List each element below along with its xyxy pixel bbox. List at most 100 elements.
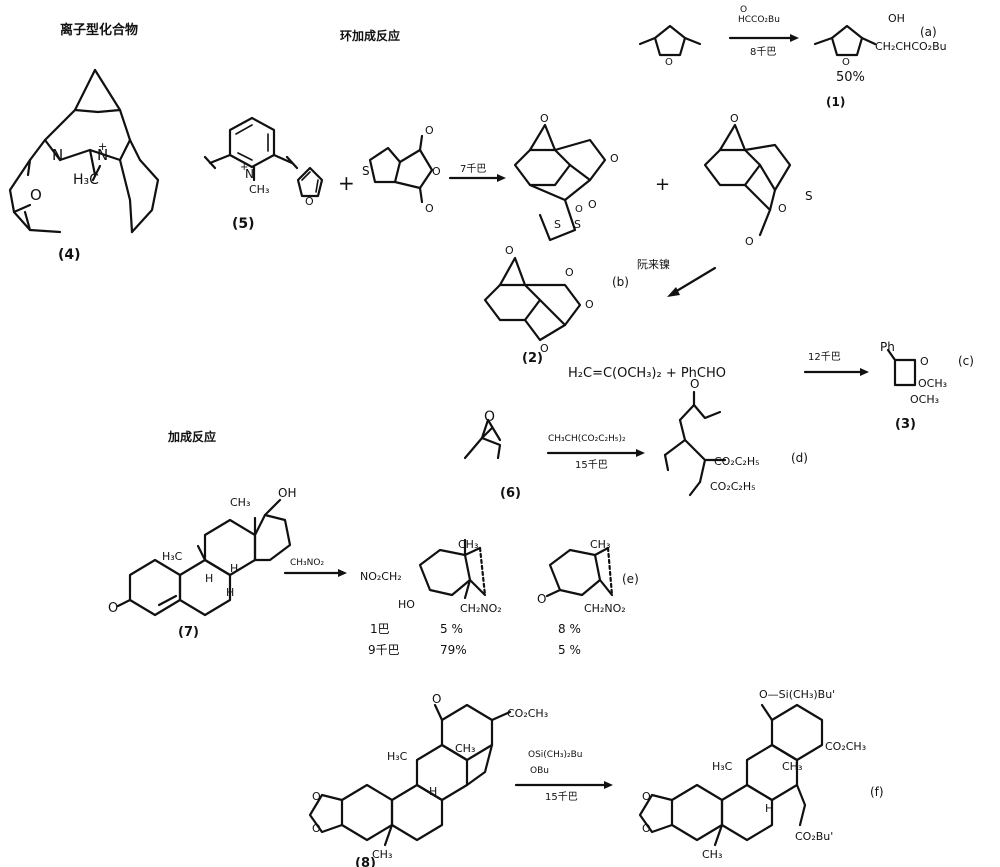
- svg-text:O: O: [312, 822, 321, 835]
- structure-5: N + CH₃: [203, 116, 299, 196]
- d-reagent: CH₃CH(CO₂C₂H₅)₂: [548, 434, 626, 444]
- compound-7-label: (7): [178, 625, 199, 640]
- f-reagent2: OBu: [530, 766, 549, 776]
- compound-4-label: (4): [58, 247, 81, 263]
- svg-text:O: O: [30, 186, 42, 204]
- svg-text:O: O: [540, 112, 549, 125]
- header-cycloaddition: 环加成反应: [340, 28, 400, 43]
- e-reagent: CH₃NO₂: [290, 558, 324, 568]
- svg-text:H: H: [205, 572, 213, 585]
- co2bu-f: CO₂Bu': [795, 830, 833, 843]
- svg-text:O: O: [484, 409, 495, 425]
- reaction-a-label: (a): [920, 25, 937, 39]
- table-e-row1-cond: 9千巴: [368, 643, 400, 657]
- svg-text:S: S: [362, 164, 370, 178]
- ph-label: Ph: [880, 340, 895, 354]
- compound-1-label: (1): [826, 95, 845, 109]
- svg-text:+: +: [338, 171, 355, 195]
- b-raney-nickel: 阮来镍: [637, 257, 670, 271]
- h-8: H: [429, 785, 437, 798]
- h3c-7: H₃C: [162, 550, 183, 563]
- svg-text:O: O: [505, 244, 514, 257]
- table-e-row0-p1: 5 %: [440, 622, 463, 636]
- table-e-row0-p2: 8 %: [558, 622, 581, 636]
- cycloadduct-2: O S O O: [703, 112, 813, 248]
- c-pressure: 12千巴: [808, 351, 841, 363]
- ch2co2bu-label: CH₂CHCO₂Bu: [875, 40, 947, 53]
- och3-1: OCH₃: [918, 377, 947, 390]
- h-f: H: [765, 802, 773, 815]
- product-f: O O: [638, 703, 824, 847]
- svg-text:O: O: [610, 152, 619, 165]
- svg-text:O: O: [690, 377, 699, 391]
- table-e-row0-cond: 1巴: [370, 622, 390, 636]
- a-reagent: HCCO₂Bu: [738, 15, 780, 25]
- svg-text:O: O: [920, 355, 929, 368]
- yield-a: 50%: [836, 70, 865, 85]
- svg-text:S: S: [805, 189, 813, 203]
- svg-text:H: H: [230, 562, 238, 575]
- product-d: O: [663, 377, 727, 497]
- svg-text:+: +: [98, 140, 107, 153]
- ch2no2-b: CH₂NO₂: [584, 602, 626, 615]
- si-group: O—Si(CH₃)Bu': [759, 688, 835, 701]
- svg-text:+: +: [240, 162, 248, 173]
- ch3-e2: CH₃: [590, 538, 610, 551]
- reaction-c-label: (c): [958, 354, 974, 368]
- furan-a: O: [638, 24, 702, 68]
- furan-structure: O: [296, 166, 324, 208]
- product-e1: [418, 538, 487, 600]
- svg-text:O: O: [425, 202, 434, 215]
- d-pressure: 15千巴: [575, 459, 608, 471]
- oh-label: OH: [888, 12, 905, 25]
- ch3-label-5: CH₃: [249, 183, 269, 196]
- ho-label: HO: [398, 598, 415, 611]
- svg-text:N: N: [245, 167, 254, 181]
- co2ch3-8: CO₂CH₃: [507, 707, 548, 720]
- structure-6: O: [463, 409, 502, 460]
- b-pressure: 7千巴: [460, 163, 486, 175]
- ch3-8: CH₃: [455, 742, 475, 755]
- svg-text:O: O: [425, 124, 434, 137]
- structure-3: O: [886, 348, 929, 387]
- svg-text:O: O: [740, 5, 747, 15]
- svg-text:O: O: [665, 57, 673, 68]
- svg-text:O: O: [540, 342, 549, 355]
- svg-text:O: O: [565, 266, 574, 279]
- reaction-d-label: (d): [791, 451, 808, 465]
- svg-text:S: S: [554, 218, 561, 231]
- svg-text:+: +: [655, 174, 670, 195]
- c-left-formula: H₂C=C(OCH₃)₂ + PhCHO: [568, 366, 726, 381]
- co2ch3-f: CO₂CH₃: [825, 740, 866, 753]
- h3c-f: H₃C: [712, 760, 733, 773]
- structure-4: N N + O H₃C: [8, 68, 160, 234]
- reaction-f-label: (f): [870, 785, 884, 799]
- ch2no2-a: CH₂NO₂: [460, 602, 502, 615]
- f-reagent: OSi(CH₃)₂Bu: [528, 750, 582, 760]
- svg-text:O: O: [745, 235, 754, 248]
- reaction-e-label: (e): [622, 572, 639, 586]
- ch3-fb: CH₃: [702, 848, 722, 861]
- svg-text:O: O: [642, 822, 651, 835]
- f-pressure: 15千巴: [545, 791, 578, 803]
- svg-text:O: O: [585, 298, 594, 311]
- svg-text:S: S: [574, 218, 581, 231]
- h3c-label-4: H₃C: [73, 172, 99, 188]
- compound-8-label: (8): [355, 856, 376, 867]
- svg-text:O: O: [305, 195, 314, 208]
- table-e-row1-p2: 5 %: [558, 643, 581, 657]
- svg-text:O: O: [588, 198, 597, 211]
- product-1: O: [813, 24, 877, 68]
- svg-text:O: O: [730, 112, 739, 125]
- svg-text:O: O: [108, 601, 118, 616]
- svg-text:O: O: [842, 57, 850, 68]
- cycloadduct-1: O O O S O S: [513, 112, 619, 242]
- ch3-e1: CH₃: [458, 538, 478, 551]
- compound-6-label: (6): [500, 486, 521, 501]
- structure-7: O OH H H H: [108, 486, 296, 617]
- o2nch2-label: NO₂CH₂: [360, 570, 402, 583]
- a-pressure: 8千巴: [750, 46, 776, 58]
- ch3-7: CH₃: [230, 496, 250, 509]
